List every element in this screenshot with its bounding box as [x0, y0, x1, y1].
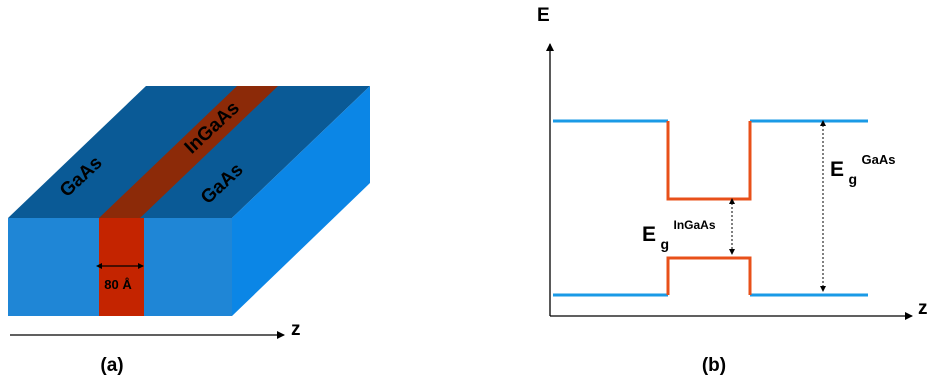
gaas-bandgap-label-base: E [830, 158, 844, 181]
front-face-ingaas-stripe [99, 218, 144, 316]
panel-a-z-axis-label: z [291, 319, 301, 340]
gaas-bandgap-label-sup: GaAs [861, 152, 895, 167]
panel-b-caption: (b) [702, 355, 726, 376]
ingaas-bandgap-label: E g InGaAs [642, 218, 716, 253]
top-face-ingaas-stripe [99, 86, 278, 218]
ingaas-valence-band-well [666, 256, 752, 295]
ingaas-bandgap-label-sup: InGaAs [673, 218, 715, 232]
panel-a-heterostructure-block: GaAs InGaAs GaAs 80 Å [8, 86, 370, 316]
gaas-bandgap-label: E g GaAs [830, 152, 895, 188]
gaas-bandgap-label-sub: g [848, 171, 857, 187]
position-axis-label: z [918, 298, 928, 319]
ingaas-bandgap-label-sub: g [660, 236, 669, 252]
ingaas-conduction-band-well [666, 121, 752, 201]
thickness-label: 80 Å [104, 277, 132, 292]
ingaas-bandgap-label-base: E [642, 223, 656, 246]
panel-b-band-diagram: E z E g GaAs E g InGaAs [537, 5, 928, 320]
energy-axis-label: E [537, 5, 550, 26]
panel-a-caption: (a) [100, 355, 123, 376]
side-face-gaas [232, 86, 370, 316]
